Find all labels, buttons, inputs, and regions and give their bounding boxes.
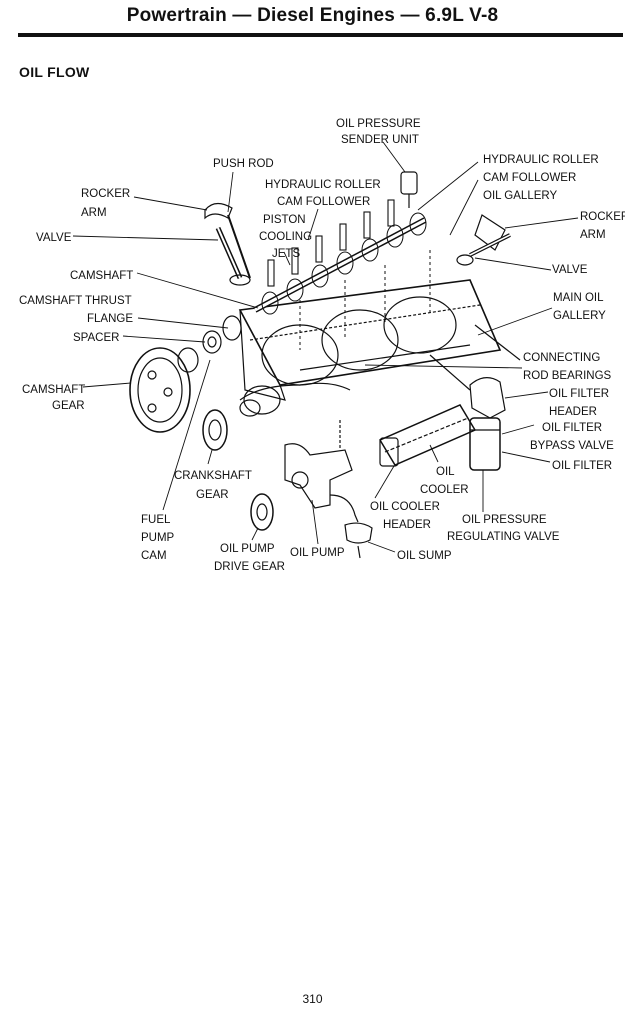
engine-illustration bbox=[129, 171, 521, 559]
page-number: 310 bbox=[302, 992, 323, 1006]
label-valve-left: VALVE bbox=[36, 232, 72, 244]
section-title: OIL FLOW bbox=[19, 64, 90, 80]
label-camshaft: CAMSHAFT bbox=[70, 270, 133, 282]
label-spacer: SPACER bbox=[73, 332, 119, 344]
label-oil-sump: OIL SUMP bbox=[397, 550, 452, 562]
page-header: Powertrain — Diesel Engines — 6.9L V-8 bbox=[0, 0, 625, 40]
label-fuel-pump-cam: FUEL PUMP CAM bbox=[141, 514, 177, 562]
label-rocker-arm-left: ROCKER ARM bbox=[81, 188, 133, 219]
page-title: Powertrain — Diesel Engines — 6.9L V-8 bbox=[126, 5, 499, 26]
leader-lines bbox=[72, 141, 579, 553]
label-oil-pump: OIL PUMP bbox=[290, 547, 345, 559]
label-hydraulic-roller-right: HYDRAULIC ROLLER CAM FOLLOWER OIL GALLER… bbox=[483, 154, 602, 202]
header-rule bbox=[18, 33, 623, 37]
label-piston-cooling-jets: PISTON COOLING JETS bbox=[259, 214, 315, 260]
oil-flow-diagram: OIL PRESSURE SENDER UNIT PUSH ROD HYDRAU… bbox=[0, 100, 625, 590]
label-camshaft-gear: CAMSHAFT GEAR bbox=[22, 384, 88, 412]
label-hydraulic-roller-left: HYDRAULIC ROLLER CAM FOLLOWER bbox=[265, 179, 384, 208]
label-push-rod: PUSH ROD bbox=[213, 158, 274, 170]
diagram-labels: OIL PRESSURE SENDER UNIT PUSH ROD HYDRAU… bbox=[19, 118, 625, 573]
label-main-oil-gallery: MAIN OIL GALLERY bbox=[553, 292, 606, 322]
label-oil-pressure-sender: OIL PRESSURE SENDER UNIT bbox=[336, 118, 424, 146]
label-oil-cooler-header: OIL COOLER HEADER bbox=[370, 501, 443, 531]
label-valve-right: VALVE bbox=[552, 264, 588, 276]
label-oil-pump-drive-gear: OIL PUMP DRIVE GEAR bbox=[214, 543, 285, 573]
label-oil-pressure-regulating-valve: OIL PRESSURE REGULATING VALVE bbox=[447, 514, 560, 543]
label-rocker-arm-right: ROCKER ARM bbox=[580, 211, 625, 241]
label-oil-filter: OIL FILTER bbox=[552, 460, 612, 472]
label-oil-cooler: OIL COOLER bbox=[420, 466, 469, 496]
label-crankshaft-gear: CRANKSHAFT GEAR bbox=[174, 470, 255, 501]
label-camshaft-thrust-flange: CAMSHAFT THRUST FLANGE bbox=[19, 295, 135, 325]
label-connecting-rod-bearings: CONNECTING ROD BEARINGS bbox=[523, 352, 612, 382]
label-oil-filter-header: OIL FILTER HEADER bbox=[549, 388, 612, 418]
label-oil-filter-bypass-valve: OIL FILTER BYPASS VALVE bbox=[530, 422, 614, 452]
